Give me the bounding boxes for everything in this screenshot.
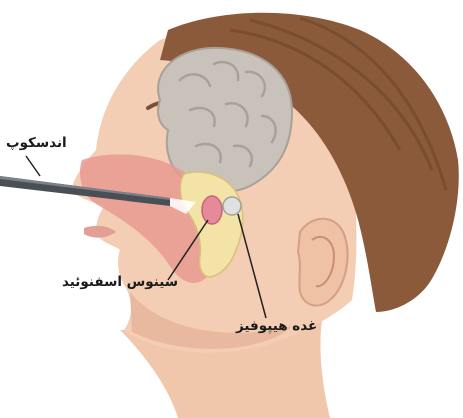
label-endoscope: اندسکوپ [6, 137, 67, 151]
sphenoid-sinus-icon [202, 196, 222, 224]
pituitary-gland-icon [223, 197, 241, 215]
label-sphenoid-sinus: سینوس اسفنوئید [62, 276, 178, 290]
leader-line-endoscope [26, 156, 40, 176]
label-pituitary-gland: غده هیپوفیز [236, 320, 317, 334]
